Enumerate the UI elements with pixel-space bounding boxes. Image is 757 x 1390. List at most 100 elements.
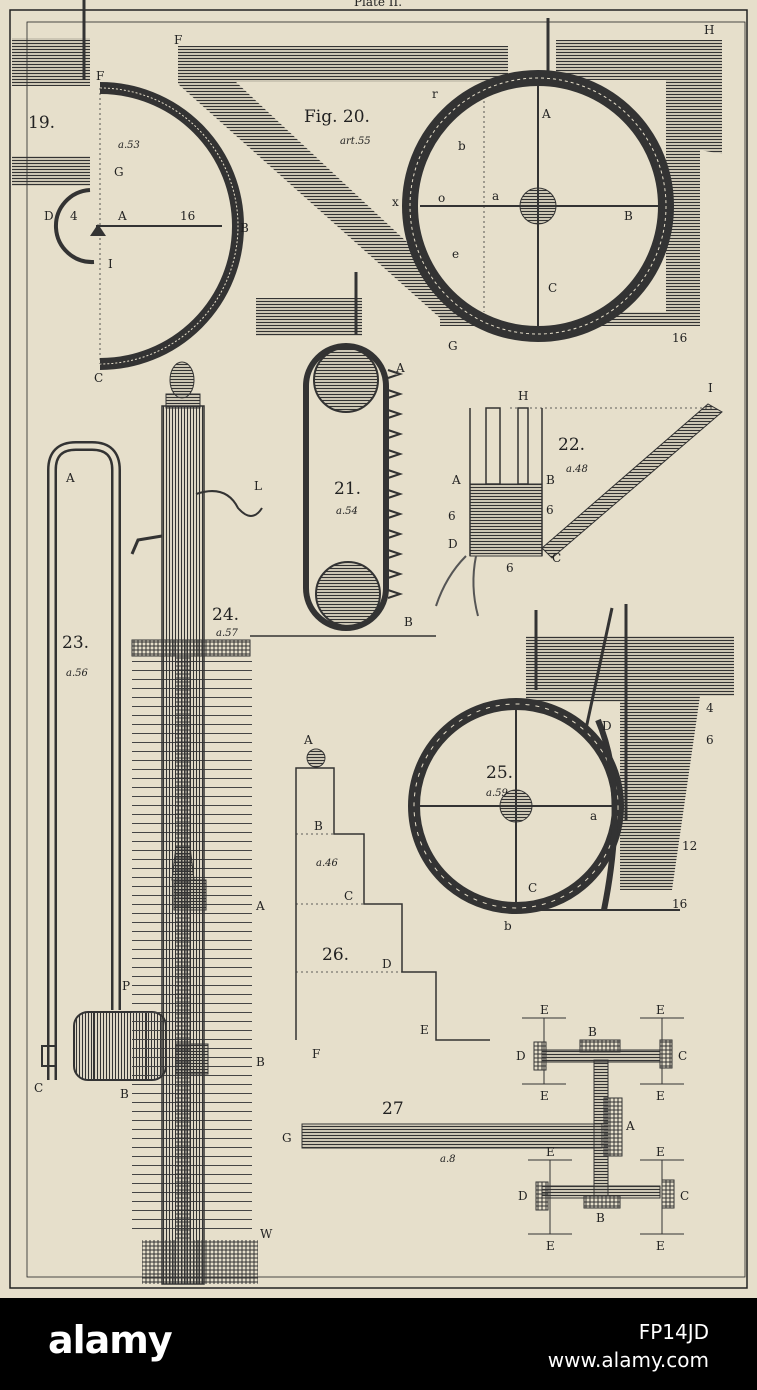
fig19-label-a: A	[117, 209, 127, 223]
figure-26: 26. a.46 A B C D E F	[295, 733, 490, 1061]
fig22-article: a.48	[566, 464, 588, 475]
fig21-article: a.54	[336, 506, 358, 517]
fig27-number: 27	[382, 1099, 404, 1119]
fig20-label-a-lower: a	[492, 189, 499, 203]
image-id: FP14JD	[638, 1320, 709, 1344]
fig25-number: 25.	[486, 763, 513, 783]
fig20-label-o: o	[438, 191, 445, 205]
fig21-upper-drum	[313, 347, 379, 413]
fig21-number: 21.	[334, 479, 361, 499]
fig27-label-b-lower: B	[596, 1211, 605, 1225]
fig22-cistern	[469, 483, 543, 557]
fig26-staircase	[295, 767, 490, 1041]
fig25-label-6: 6	[706, 733, 714, 747]
fig27-label-c-upper: C	[678, 1049, 687, 1063]
fig25-label-12: 12	[682, 839, 697, 853]
fig27-label-e4: E	[656, 1089, 665, 1103]
fig22-label-a: A	[451, 473, 461, 487]
plate-header: Plate II.	[354, 0, 402, 9]
fig27-label-e2: E	[656, 1003, 665, 1017]
fig27-label-e3: E	[540, 1089, 549, 1103]
fig25-label-a: a	[590, 809, 597, 823]
figure-24: 24. a.57 L A B W	[130, 361, 436, 1285]
fig22-tube-left	[485, 407, 501, 485]
fig19-label-c: C	[94, 371, 103, 385]
fig27-label-a: A	[625, 1119, 635, 1133]
fig19-label-4: 4	[70, 209, 78, 223]
fig22-tube-right	[517, 407, 529, 485]
fig25-label-b: b	[504, 919, 512, 933]
fig19-label-i: I	[108, 257, 113, 271]
fig27-label-d-lower: D	[518, 1189, 528, 1203]
fig24-label-l: L	[254, 479, 262, 493]
fig20-frame	[440, 40, 722, 326]
fig20-label-a-upper: A	[541, 107, 551, 121]
fig26-label-c: C	[344, 889, 353, 903]
fig27-label-d-upper: D	[516, 1049, 526, 1063]
plate-inner-border	[26, 21, 746, 1278]
fig24-label-w: W	[260, 1227, 273, 1241]
fig21-label-a: A	[395, 361, 405, 375]
fig22-label-6-bottom: 6	[506, 561, 514, 575]
fig19-upper-trough	[12, 38, 90, 86]
fig24-label-b: B	[256, 1055, 265, 1069]
fig20-label-f: F	[174, 33, 182, 47]
fig24-handle	[195, 490, 263, 517]
fig20-article: art.55	[340, 136, 371, 147]
fig23-siphon-tube	[47, 441, 121, 1080]
fig19-label-g: G	[114, 165, 124, 179]
fig23-label-p: P	[122, 979, 130, 993]
fig20-label-c: C	[548, 281, 557, 295]
fig20-flume	[178, 46, 508, 318]
fig24-upper-valve	[171, 845, 195, 881]
fig19-small-arc	[53, 188, 95, 265]
figure-27: 27 a.8 E E B D C E E G A E E D C B E E	[282, 1003, 689, 1253]
fig21-label-b: B	[404, 615, 413, 629]
fig23-label-a: A	[65, 471, 75, 485]
fig25-label-16: 16	[672, 897, 687, 911]
fig27-label-e7: E	[546, 1239, 555, 1253]
fig26-label-d: D	[382, 957, 392, 971]
fig23-number: 23.	[62, 633, 89, 653]
fig27-label-g: G	[282, 1131, 292, 1145]
fig22-number: 22.	[558, 435, 585, 455]
fig23-cock	[41, 1045, 57, 1067]
fig26-label-f: F	[312, 1047, 320, 1061]
fig27-label-e6: E	[656, 1145, 665, 1159]
fig25-flume	[526, 636, 734, 890]
fig26-label-a: A	[303, 733, 313, 747]
figure-21: 21. a.54 A B	[256, 272, 413, 631]
fig21-lower-drum	[315, 561, 381, 627]
fig23-article: a.56	[66, 668, 89, 679]
fig24-lower-valve	[175, 1043, 209, 1075]
fig20-label-b-upper: B	[624, 209, 633, 223]
fig24-label-a: A	[255, 899, 265, 913]
fig26-label-e: E	[420, 1023, 429, 1037]
fig20-label-e: e	[452, 247, 459, 261]
fig26-ball	[306, 748, 326, 768]
figure-19: 19. a.53 F G D A B I C 4 16	[12, 0, 249, 385]
fig22-pipe	[541, 403, 723, 559]
fig19-label-16: 16	[180, 209, 195, 223]
fig26-number: 26.	[322, 945, 349, 965]
fig20-label-h: H	[704, 23, 714, 37]
engraving-svg: Plate II. 19. a.53 F G D A B I C 4 16 F	[9, 0, 748, 1289]
fig20-number: Fig. 20.	[304, 107, 370, 127]
fig24-spout	[130, 534, 163, 555]
fig21-trough	[256, 298, 362, 336]
fig20-label-r: r	[432, 87, 438, 101]
fig19-number: 19.	[28, 113, 55, 133]
fig23-label-b: B	[120, 1087, 129, 1101]
fig19-label-d: D	[44, 209, 54, 223]
fig27-label-e5: E	[546, 1145, 555, 1159]
fig25-label-c: C	[528, 881, 537, 895]
fig19-label-b: B	[240, 221, 249, 235]
fig21-buckets	[387, 369, 404, 599]
fig27-label-c-lower: C	[680, 1189, 689, 1203]
fig26-article: a.46	[316, 858, 339, 869]
fig20-label-16: 16	[672, 331, 687, 345]
fig24-number: 24.	[212, 605, 239, 625]
fig22-label-d: D	[448, 537, 458, 551]
fig20-label-x: x	[392, 195, 399, 209]
